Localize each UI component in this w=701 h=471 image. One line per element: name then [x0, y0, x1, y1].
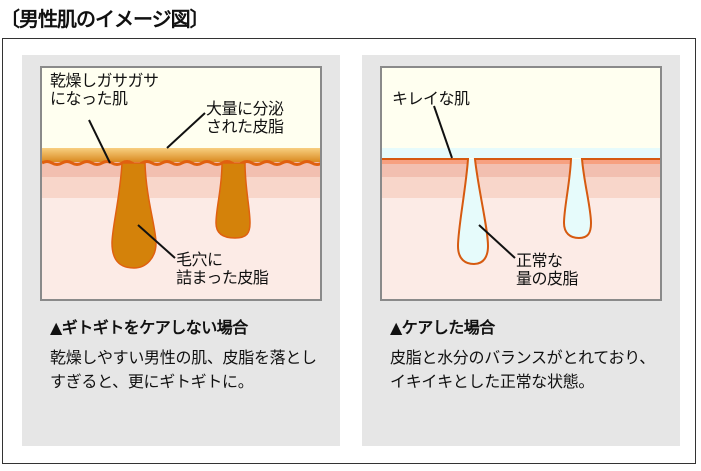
page-title: 〔男性肌のイメージ図〕 — [0, 7, 210, 31]
uncared-description: 乾燥しやすい男性の肌、皮脂を落としすぎると、更にギトギトに。 — [50, 348, 317, 391]
cared-skin-diagram: キレイな肌 正常な 量の皮脂 — [380, 66, 662, 301]
dry-skin-label: 乾燥しガサガサ になった肌 — [50, 71, 159, 108]
uncared-skin-diagram: 乾燥しガサガサ になった肌 大量に分泌 された皮脂 毛穴に 詰まった皮脂 — [40, 66, 322, 301]
diagram-container — [2, 38, 696, 464]
normal-sebum-label: 正常な 量の皮脂 — [516, 251, 579, 288]
healthy-pores — [382, 158, 660, 266]
cared-description: 皮脂と水分のバランスがとれており、イキイキとした正常な状態。 — [390, 348, 655, 391]
clogged-sebum-label: 毛穴に 詰まった皮脂 — [176, 250, 269, 287]
clogged-pore — [215, 162, 251, 239]
dry-skin-line — [42, 160, 320, 166]
uncared-skin-illustration — [42, 112, 320, 299]
uncared-caption: ▲ギトギトをケアしない場合 — [50, 318, 248, 337]
excess-sebum-label: 大量に分泌 された皮脂 — [206, 99, 284, 136]
uncared-skin-panel: 乾燥しガサガサ になった肌 大量に分泌 された皮脂 毛穴に 詰まった皮脂 ▲ギト… — [22, 55, 340, 446]
cared-skin-illustration — [382, 105, 660, 299]
clogged-pore — [111, 162, 157, 269]
excess-sebum-layer — [42, 148, 320, 162]
moisture-layer — [382, 148, 660, 158]
cared-skin-panel: キレイな肌 正常な 量の皮脂 ▲ケアした場合 皮脂と水分のバランスがとれており、… — [362, 55, 680, 446]
cared-caption: ▲ケアした場合 — [390, 318, 495, 337]
clean-skin-label: キレイな肌 — [392, 89, 470, 108]
